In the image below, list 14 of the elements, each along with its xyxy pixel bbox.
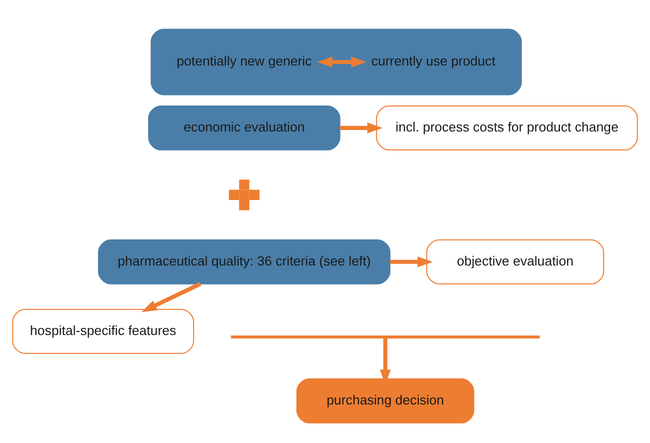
node-box: hospital-specific features	[12, 308, 194, 354]
arrow	[340, 122, 383, 133]
node-box: purchasing decision	[296, 378, 474, 423]
arrow	[317, 56, 366, 67]
node-box: objective evaluation	[426, 238, 604, 284]
node-brace	[230, 335, 540, 338]
node-text: potentially new generic	[176, 52, 312, 68]
arrow	[390, 256, 433, 267]
node-text: currently use product	[371, 52, 496, 68]
node-box: incl. process costs for product change	[376, 104, 638, 150]
node-box: economic evaluation	[148, 104, 340, 150]
node-box: pharmaceutical quality: 36 criteria (see left)	[98, 238, 390, 284]
arrow	[141, 282, 202, 312]
cluster	[150, 28, 522, 95]
